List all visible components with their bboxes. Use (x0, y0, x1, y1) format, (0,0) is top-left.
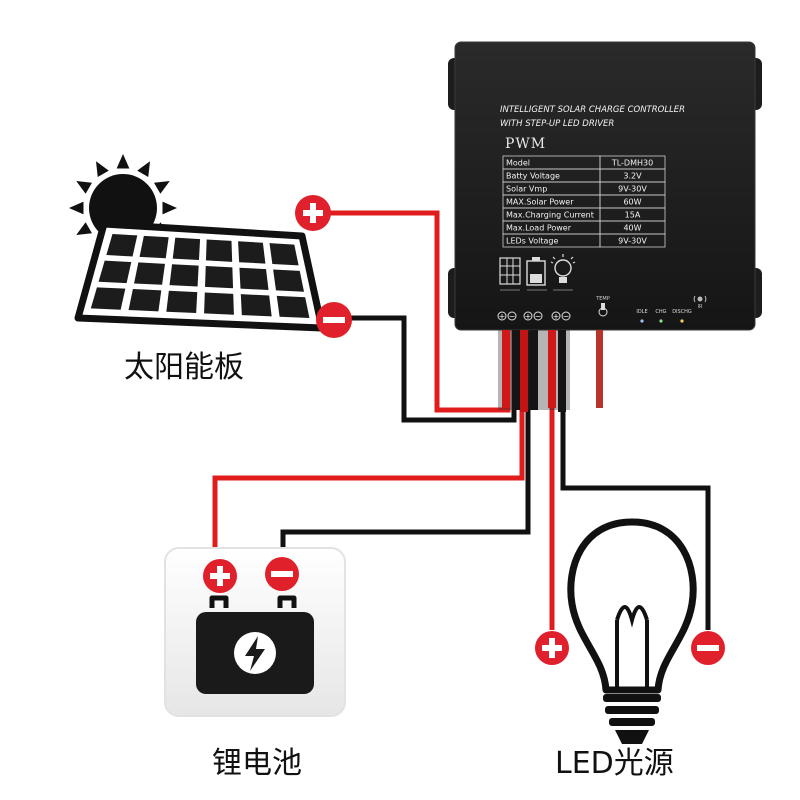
indicator-label: IDLE (636, 309, 647, 315)
spec-label: Max.Load Power (506, 224, 572, 233)
cable-bundle (498, 330, 603, 412)
solar-panel-label: 太阳能板 (124, 350, 244, 385)
spec-label: Model (506, 159, 530, 168)
ir-receiver-icon (693, 295, 707, 303)
battery-minus-terminal-icon (265, 557, 299, 591)
indicator-idle: IDLE (636, 309, 648, 323)
battery (164, 547, 346, 717)
terminal-row: + − + − + − (497, 311, 571, 321)
solar-cell (98, 260, 132, 284)
plus-terminal-icon: + (497, 311, 507, 321)
solar-cell (239, 267, 269, 290)
solar-cell (166, 290, 198, 314)
indicator-leds: IDLE CHG DISCHG (636, 309, 692, 323)
ir-label: IR (698, 304, 703, 310)
spec-value: TL-DMH30 (611, 159, 653, 168)
solar-cell (106, 233, 138, 257)
indicator-label: CHG (655, 309, 666, 315)
minus-terminal-icon: − (533, 311, 543, 321)
svg-text:−: − (509, 312, 516, 321)
solar-cell (240, 294, 272, 317)
solar-minus-terminal-icon (316, 302, 352, 338)
solar-plus-terminal-icon (295, 195, 331, 231)
solar-cell (205, 265, 234, 289)
temp-label: TEMP (595, 296, 610, 302)
indicator-led-icon (640, 319, 644, 323)
indicator-dischg: DISCHG (672, 309, 692, 323)
lightning-bolt-icon (234, 632, 276, 674)
spec-label: MAX.Solar Power (506, 198, 574, 207)
solar-panel-cells (90, 233, 310, 319)
indicator-label: DISCHG (672, 309, 692, 315)
indicator-led-icon (659, 319, 663, 323)
battery-mini-icon (526, 257, 546, 286)
solar-panel-icon (499, 257, 521, 285)
solar-cell (90, 287, 126, 310)
svg-text:−: − (535, 312, 542, 321)
spec-label: Batty Voltage (506, 172, 560, 181)
controller-body (455, 42, 755, 330)
spec-value: 60W (623, 198, 641, 207)
svg-text:+: + (525, 312, 532, 321)
led-minus-terminal-icon (691, 631, 725, 665)
spec-label: Max.Charging Current (506, 211, 594, 220)
battery-label: 锂电池 (212, 746, 302, 781)
solar-negative-wire (346, 315, 517, 423)
controller-mode: PWM (505, 136, 546, 152)
terminal-markers (203, 195, 725, 665)
spec-value: 3.2V (623, 172, 642, 181)
solar-cell (205, 239, 233, 262)
spec-value: 40W (623, 224, 641, 233)
solar-cell (128, 289, 162, 312)
light-bulb-icon (567, 518, 697, 744)
wires (212, 210, 711, 630)
solar-cell (172, 237, 201, 261)
solar-cell (169, 264, 199, 287)
plus-terminal-icon: + (551, 311, 561, 321)
solar-cell (204, 292, 234, 315)
spec-value: 9V-30V (618, 237, 647, 246)
indicator-chg: CHG (655, 309, 667, 323)
svg-text:+: + (499, 312, 506, 321)
minus-terminal-icon: − (561, 311, 571, 321)
controller-title-line2: WITH STEP-UP LED DRIVER (500, 119, 614, 129)
solar-cell (273, 269, 305, 292)
battery-positive-wire (212, 328, 525, 560)
battery-negative-wire (280, 328, 531, 560)
battery-plus-terminal-icon (203, 559, 237, 593)
svg-text:+: + (553, 312, 560, 321)
charge-controller: INTELLIGENT SOLAR CHARGE CONTROLLER WITH… (448, 41, 762, 412)
spec-row: LEDs Voltage 9V-30V (502, 233, 666, 248)
spec-value: 15A (625, 211, 641, 220)
indicator-led-icon (680, 319, 684, 323)
svg-text:−: − (563, 312, 570, 321)
spec-label: LEDs Voltage (506, 237, 558, 246)
led-plus-terminal-icon (535, 631, 569, 665)
solar-cell (238, 241, 266, 264)
solar-panel (69, 154, 326, 332)
led-label: LED光源 (555, 746, 674, 781)
solar-cell (134, 262, 165, 285)
solar-cell (276, 295, 310, 319)
controller-title-line1: INTELLIGENT SOLAR CHARGE CONTROLLER (500, 105, 685, 115)
temp-sensor-icon (598, 303, 608, 317)
spec-label: Solar Vmp (506, 185, 547, 194)
plus-terminal-icon: + (523, 311, 533, 321)
bulb-mini-icon (550, 254, 576, 283)
spec-value: 9V-30V (618, 185, 647, 194)
solar-cell (269, 243, 299, 266)
minus-terminal-icon: − (507, 311, 517, 321)
solar-cell (139, 235, 169, 259)
